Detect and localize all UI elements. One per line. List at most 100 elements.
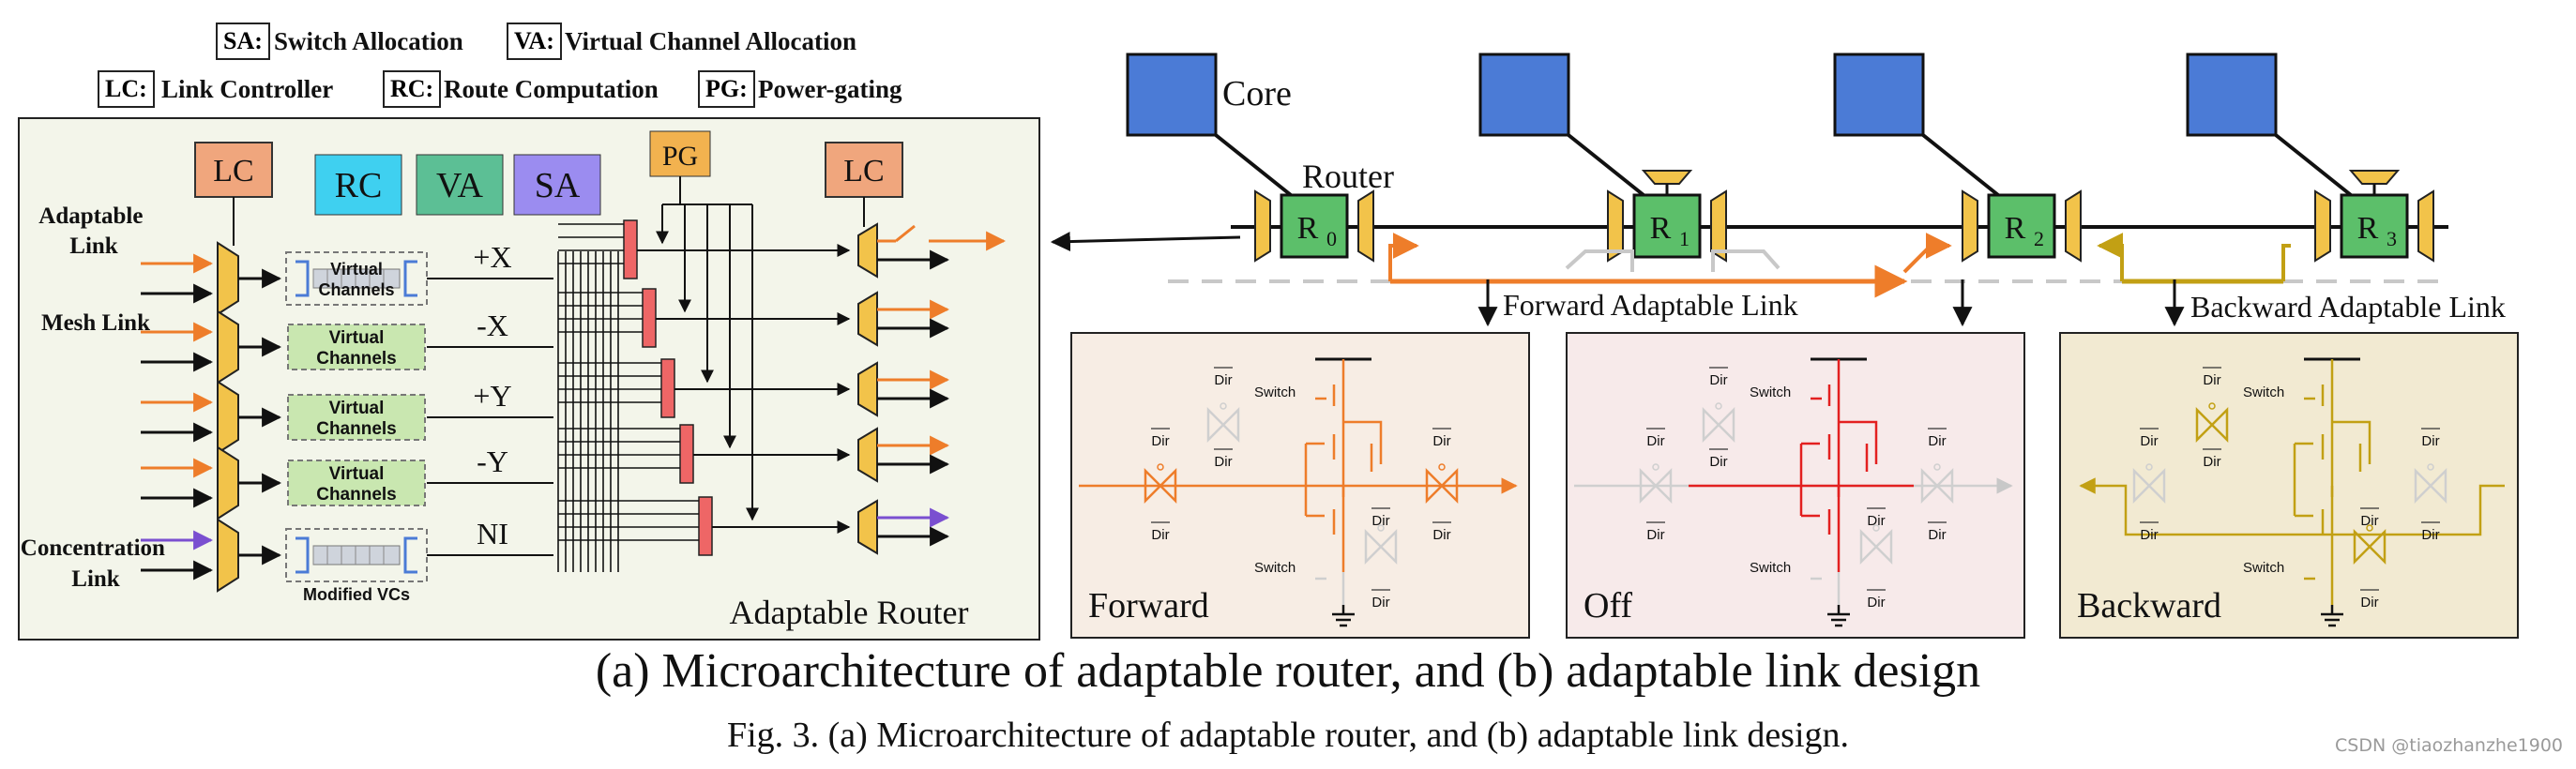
output-mux (857, 361, 878, 417)
input-mux (217, 309, 239, 384)
inverter-gate (2293, 442, 2313, 518)
adaptable-link-label: Adaptable Link (38, 204, 148, 259)
vc-label-line1: Virtual (330, 260, 383, 279)
crossbar-mux (623, 219, 638, 279)
dir-label: Dir (1928, 527, 1946, 543)
legend-lc-label: Link Controller (161, 75, 334, 103)
vc-bracket-right (403, 536, 417, 574)
pmos-top (1827, 359, 1841, 422)
router-port-out (2065, 189, 2082, 263)
vc-box (287, 394, 426, 441)
pmos-right (1343, 420, 1383, 472)
legend-pg-box: PG: (698, 70, 755, 108)
router-name: R (1650, 211, 1672, 246)
pmos-right (2332, 420, 2371, 472)
nmos-mid (2321, 497, 2334, 572)
pmos-right (1839, 420, 1878, 472)
bypass-connector-grey (1711, 249, 1780, 272)
nmos-bottom (1811, 572, 1841, 605)
nmos-mid (1827, 497, 1841, 572)
output-mux (857, 222, 878, 279)
tgate-switch-upper (1206, 406, 1240, 444)
tgate-switch-lower (1859, 528, 1893, 565)
core-block (1833, 53, 1925, 137)
output-switch-open (895, 224, 916, 243)
input-mux (217, 241, 239, 316)
vc-label-line1: Virtual (329, 464, 385, 484)
dir-label: Dir (1928, 433, 1946, 449)
legend-rc-label: Route Computation (444, 75, 659, 103)
tgate-left (1144, 467, 1177, 505)
port-label: +X (473, 240, 511, 274)
legend-sa-box: SA: (216, 23, 270, 60)
router-subscript: 3 (2387, 227, 2397, 250)
input-mux (217, 445, 239, 520)
vc-box (287, 324, 426, 370)
gate-bubble (2145, 463, 2153, 471)
vc-label-line2: Channels (316, 485, 397, 505)
gate-bubble (1377, 524, 1385, 532)
rc-text: RC (335, 166, 383, 205)
core-block (1126, 53, 1218, 137)
panel-pointer-arrow (1050, 232, 1241, 252)
router-panel: LC LC RC VA SA PG Adaptable Link Mesh Li… (18, 117, 1040, 641)
router-port-in (2314, 189, 2331, 263)
dir-label: Dir (1709, 454, 1727, 470)
router-port-in (1254, 189, 1271, 263)
diagram-svg: LC LC RC VA SA PG Adaptable Link Mesh Li… (18, 53, 2519, 641)
circuit-label: Backward (2077, 586, 2221, 626)
router-rows: VirtualChannels+XVirtualChannels-XVirtua… (141, 176, 1007, 604)
lc-text-output: LC (843, 154, 884, 188)
dir-label: Dir (1432, 527, 1450, 543)
core-block (1478, 53, 1570, 137)
core-router-link (2274, 133, 2353, 197)
tgate-left (1639, 467, 1673, 505)
backward-link-start (2281, 244, 2291, 281)
gate-bubble (2427, 463, 2434, 471)
dir-label: Dir (2360, 513, 2378, 529)
caption-main: (a) Microarchitecture of adaptable route… (595, 644, 1981, 698)
crossbar-mux (679, 424, 694, 484)
router-block (1280, 193, 1349, 259)
router-port-in (1962, 189, 1978, 263)
lc-text-input: LC (213, 154, 253, 188)
sa-box (513, 154, 601, 216)
vc-label-line1: Virtual (329, 328, 385, 348)
dir-label: Dir (1151, 527, 1169, 543)
nmos-bottom (1315, 572, 1345, 605)
core-block (2186, 53, 2278, 137)
vc-buffer-cells (312, 545, 401, 565)
pg-box (649, 130, 711, 177)
circuit-panel-backward: DirDirDirDirDirDirSwitchDirDirSwitchBack… (2059, 332, 2519, 639)
legend-pg-label: Power-gating (758, 75, 902, 103)
dir-label: Dir (2140, 433, 2158, 449)
modified-vc-label: Modified VCs (303, 585, 410, 604)
pmos-top (1332, 359, 1345, 422)
router-subscript: 0 (1326, 227, 1337, 250)
inverter-gate (1799, 442, 1820, 518)
core-router-link (1567, 133, 1645, 197)
router-title: Adaptable Router (730, 594, 969, 631)
router-pg-cap (1641, 170, 1693, 185)
tgate-switch-upper (2195, 406, 2229, 444)
vc-label-line1: Virtual (329, 399, 385, 418)
circuit-panel-forward: DirDirDirDirDirDirSwitchDirDirSwitchForw… (1070, 332, 1530, 639)
rc-box (314, 154, 402, 216)
router-name: R (1297, 211, 1319, 246)
watermark: CSDN @tiaozhanzhe1900 (2335, 735, 2563, 756)
legend-va-label: Virtual Channel Allocation (565, 27, 857, 55)
gate-bubble (2208, 402, 2216, 410)
switch-label: Switch (2243, 384, 2284, 400)
dir-label: Dir (1151, 433, 1169, 449)
gate-bubble (2366, 524, 2373, 532)
router-port-out (2417, 189, 2434, 263)
pg-text: PG (662, 141, 698, 172)
legend-va-box: VA: (507, 23, 562, 60)
legend-sa-label: Switch Allocation (274, 27, 463, 55)
dir-label: Dir (2203, 372, 2220, 388)
vc-box (287, 460, 426, 506)
bypass-connector-grey (1565, 249, 1634, 272)
va-box (416, 154, 504, 216)
nmos-mid (1332, 497, 1345, 572)
